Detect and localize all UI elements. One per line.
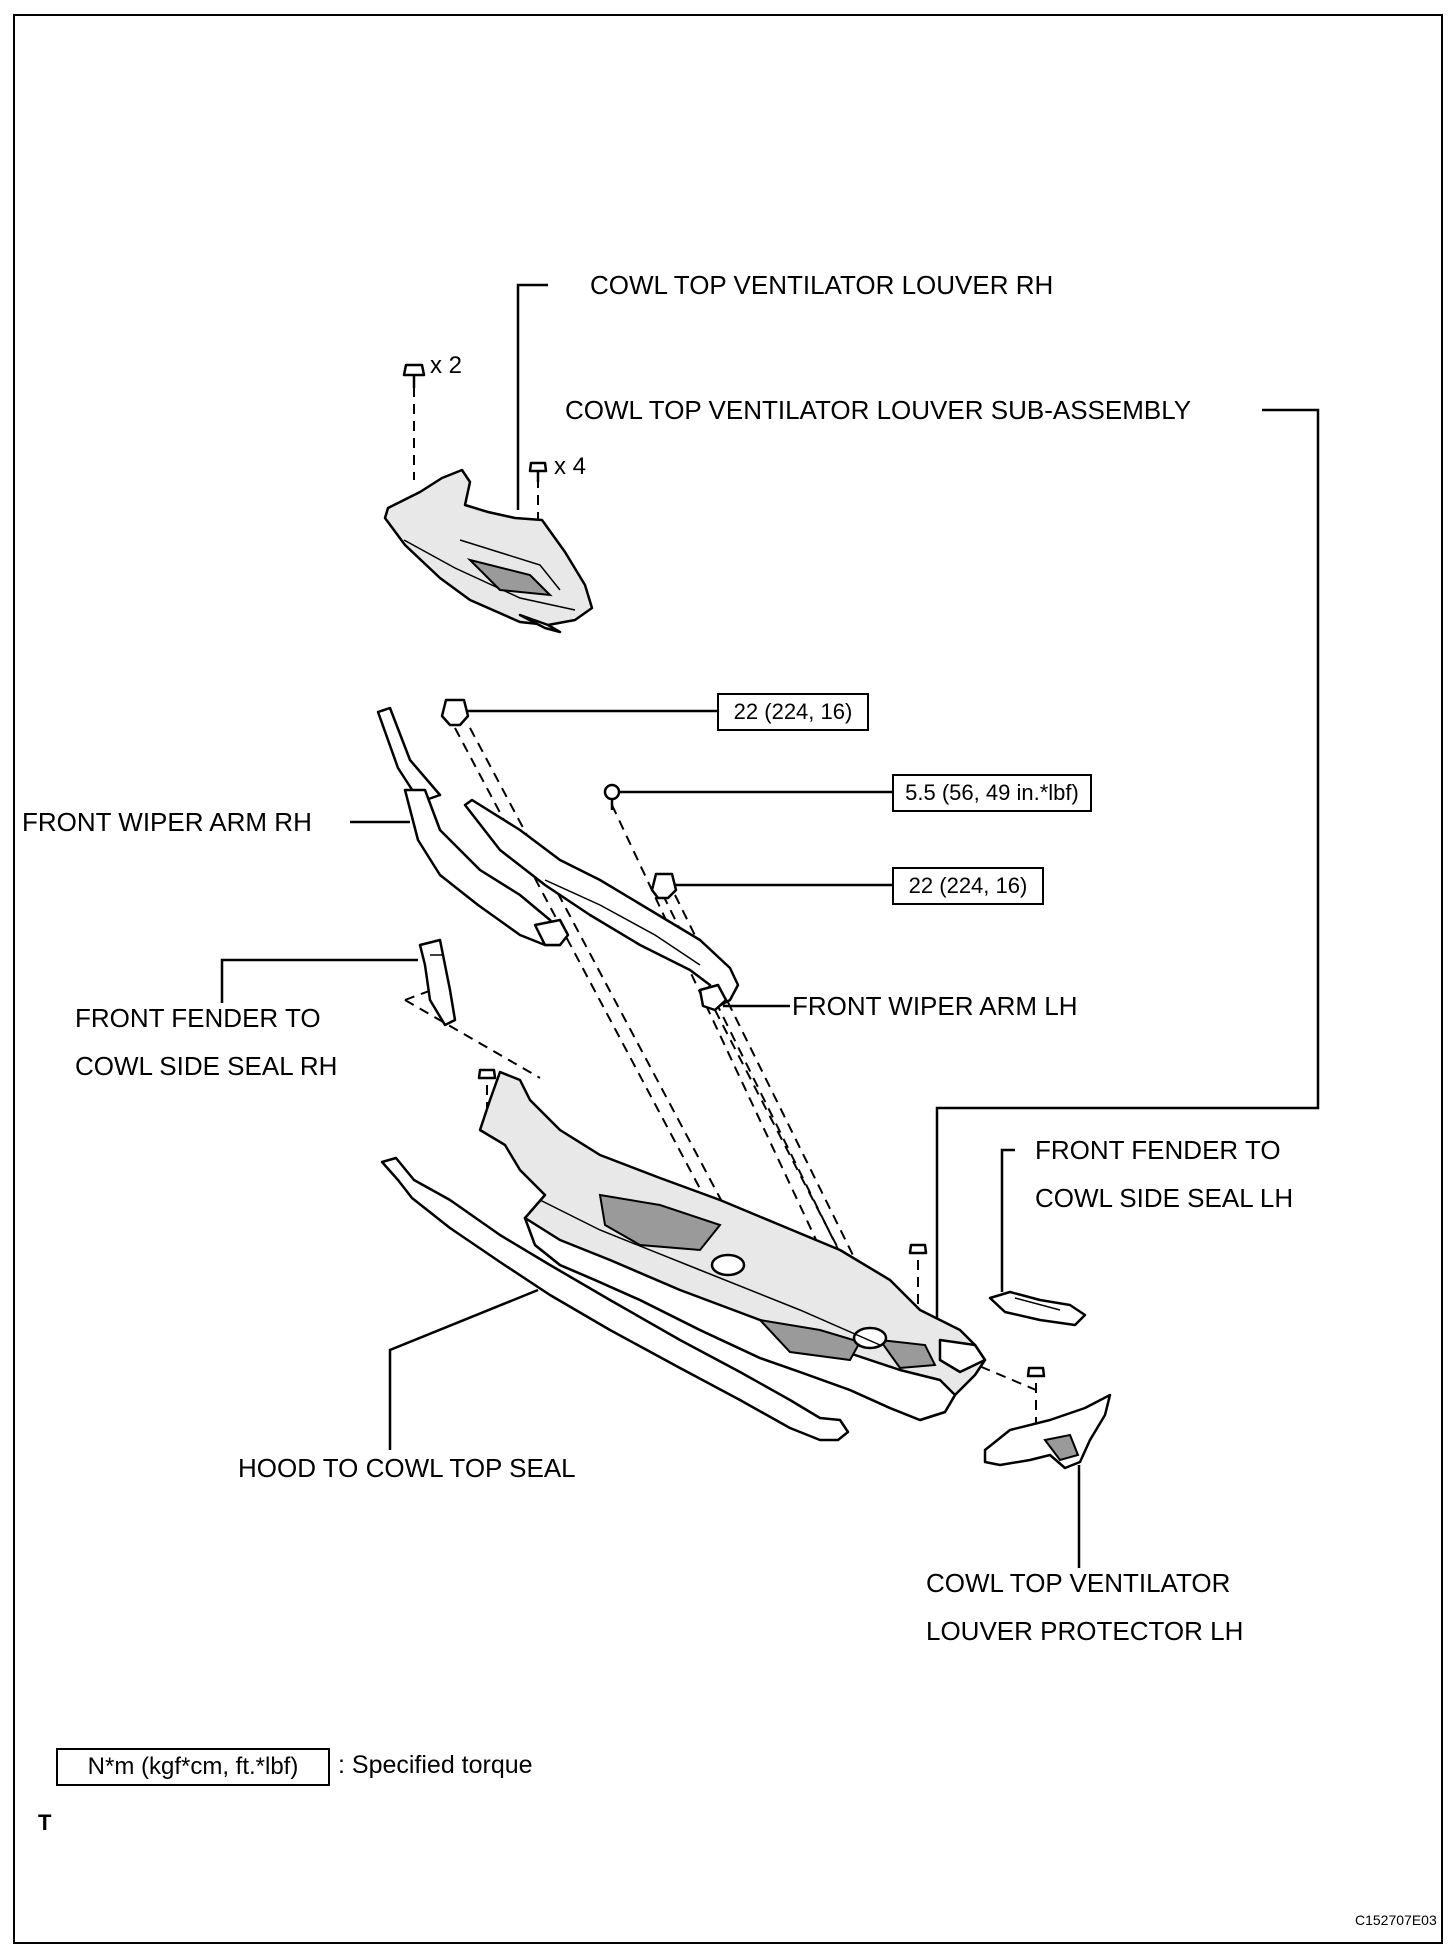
label-wiper-arm-rh: FRONT WIPER ARM RH xyxy=(22,807,312,837)
figure-code: C152707E03 xyxy=(1355,1912,1437,1928)
wiper-arm-rh-part xyxy=(376,706,570,947)
wiper-arm-lh-part xyxy=(463,798,740,1012)
clip-subassy-lh xyxy=(908,1243,928,1255)
wiper-rh-nut xyxy=(440,698,470,727)
leader-seal-rh xyxy=(220,958,418,1003)
label-louver-subassy: COWL TOP VENTILATOR LOUVER SUB-ASSEMBLY xyxy=(565,395,1192,425)
clip-protector xyxy=(1026,1366,1046,1378)
label-hood-seal: HOOD TO COWL TOP SEAL xyxy=(238,1453,576,1483)
leader-hood-seal xyxy=(388,1288,539,1450)
label-protector-lh-1: COWL TOP VENTILATOR xyxy=(926,1568,1231,1598)
qty-clip-louver: x 4 xyxy=(554,453,587,480)
qty-clip-top: x 2 xyxy=(430,352,463,379)
label-fender-seal-lh-2: COWL SIDE SEAL LH xyxy=(1035,1183,1294,1213)
drawing-frame xyxy=(13,14,1443,1944)
hood-seal-part xyxy=(380,1156,850,1442)
leader-seal-lh xyxy=(1000,1148,1015,1292)
clip-subassy-rh xyxy=(477,1068,497,1080)
torque-box-bolt: 5.5 (56, 49 in.*lbf) xyxy=(892,774,1092,812)
label-wiper-arm-lh: FRONT WIPER ARM LH xyxy=(792,991,1078,1021)
legend-text: : Specified torque xyxy=(338,1751,533,1779)
bolt xyxy=(603,783,621,810)
fender-seal-rh-part xyxy=(418,938,457,1027)
torque-box-wiper-lh: 22 (224, 16) xyxy=(892,867,1044,905)
clip-louver xyxy=(528,461,548,482)
clip-top xyxy=(402,363,426,388)
label-louver-rh: COWL TOP VENTILATOR LOUVER RH xyxy=(590,270,1054,300)
fender-seal-lh-part xyxy=(988,1290,1087,1327)
label-fender-seal-rh-2: COWL SIDE SEAL RH xyxy=(75,1051,338,1081)
protector-lh-part xyxy=(983,1393,1112,1470)
torque-box-wiper-rh: 22 (224, 16) xyxy=(717,693,869,731)
louver-subassy-part xyxy=(478,1070,987,1422)
corner-mark: T xyxy=(38,1810,52,1835)
wiper-lh-nut xyxy=(650,872,678,900)
leader-louver-rh xyxy=(516,283,548,510)
legend-torque-box: N*m (kgf*cm, ft.*lbf) xyxy=(56,1748,330,1786)
label-fender-seal-rh-1: FRONT FENDER TO xyxy=(75,1003,321,1033)
louver-rh-part xyxy=(383,468,594,634)
label-protector-lh-2: LOUVER PROTECTOR LH xyxy=(926,1616,1244,1646)
label-fender-seal-lh-1: FRONT FENDER TO xyxy=(1035,1135,1281,1165)
leader-lines xyxy=(220,283,1320,1568)
leader-subassy xyxy=(935,408,1320,1327)
